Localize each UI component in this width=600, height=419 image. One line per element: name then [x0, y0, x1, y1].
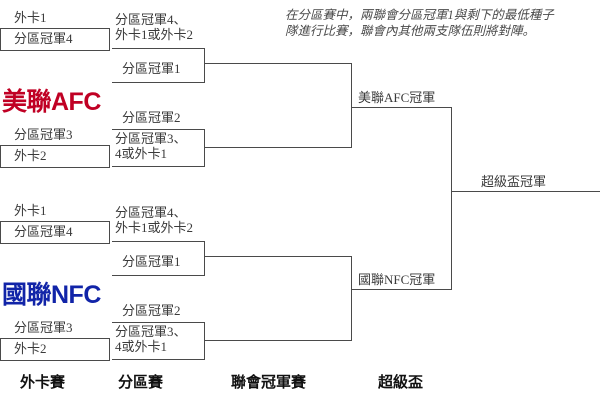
round-label-divisional: 分區賽: [118, 374, 164, 391]
nfc-wildcard-2-bottom-team: 外卡2: [14, 341, 47, 356]
round-label-wildcard: 外卡賽: [20, 374, 66, 391]
afc-wildcard-2-top-rule: [0, 145, 110, 146]
afc-wildcard-2-bottom-team: 外卡2: [14, 148, 47, 163]
nfc-divisional-1-bottom-team: 分區冠軍1: [122, 254, 181, 269]
nfc-divisional-1-top-rule: [112, 241, 205, 242]
nfc-wildcard-2-top-rule: [0, 338, 110, 339]
nfc-divisional-2-top-team: 分區冠軍2: [122, 303, 181, 318]
afc-champion-label: 美聯AFC冠軍: [358, 90, 436, 105]
nfc-conference-bottom-rule: [204, 340, 352, 341]
conference-name-afc: 美聯AFC: [2, 88, 101, 116]
afc-champion-rule: [351, 107, 452, 108]
afc-divisional-1-top-team: 分區冠軍4、 外卡1或外卡2: [115, 12, 194, 42]
afc-wildcard-1-top-team: 外卡1: [14, 10, 47, 25]
round-label-conference: 聯會冠軍賽: [231, 374, 307, 391]
superbowl-connector: [451, 107, 452, 289]
nfc-champion-rule: [351, 289, 452, 290]
nfc-wildcard-1-top-rule: [0, 221, 110, 222]
round-label-superbowl: 超級盃: [378, 374, 424, 391]
nfc-champion-label: 國聯NFC冠軍: [358, 272, 436, 287]
nfc-divisional-2-top-rule: [112, 322, 205, 323]
bracket-annotation-note: 在分區賽中，兩聯會分區冠軍1與剩下的最低種子 隊進行比賽，聯會內其他兩支隊伍則將…: [285, 8, 554, 38]
superbowl-champion-label: 超級盃冠軍: [481, 174, 547, 189]
nfc-wildcard-1-top-team: 外卡1: [14, 203, 47, 218]
afc-conference-right-connector: [351, 63, 352, 147]
afc-divisional-1-right-connector: [204, 48, 205, 83]
nfc-conference-right-connector: [351, 256, 352, 340]
afc-divisional-1-bottom-team: 分區冠軍1: [122, 61, 181, 76]
afc-divisional-2-top-team: 分區冠軍2: [122, 110, 181, 125]
nfc-divisional-1-right-connector: [204, 241, 205, 276]
nfc-conference-top-rule: [204, 256, 352, 257]
afc-divisional-2-bottom-rule: [112, 166, 205, 167]
afc-divisional-1-top-rule: [112, 48, 205, 49]
conference-name-nfc: 國聯NFC: [2, 281, 101, 309]
nfc-wildcard-2-top-team: 分區冠軍3: [14, 320, 73, 335]
afc-conference-top-rule: [204, 63, 352, 64]
afc-wildcard-2-top-team: 分區冠軍3: [14, 127, 73, 142]
afc-divisional-1-bottom-rule: [112, 82, 205, 83]
afc-divisional-2-bottom-team: 分區冠軍3、 4或外卡1: [115, 131, 187, 161]
nfc-divisional-1-top-team: 分區冠軍4、 外卡1或外卡2: [115, 205, 194, 235]
nfc-divisional-2-bottom-team: 分區冠軍3、 4或外卡1: [115, 324, 187, 354]
nfc-divisional-1-bottom-rule: [112, 275, 205, 276]
afc-wildcard-2-box: [0, 145, 110, 168]
nfc-wildcard-1-box: [0, 221, 110, 244]
nfc-wildcard-1-bottom-team: 分區冠軍4: [14, 224, 73, 239]
afc-wildcard-1-bottom-team: 分區冠軍4: [14, 31, 73, 46]
afc-divisional-2-top-rule: [112, 129, 205, 130]
afc-conference-bottom-rule: [204, 147, 352, 148]
superbowl-champion-rule: [451, 191, 600, 192]
nfc-divisional-2-bottom-rule: [112, 359, 205, 360]
nfc-wildcard-2-box: [0, 338, 110, 361]
afc-wildcard-1-box: [0, 28, 110, 51]
afc-wildcard-1-top-rule: [0, 28, 110, 29]
